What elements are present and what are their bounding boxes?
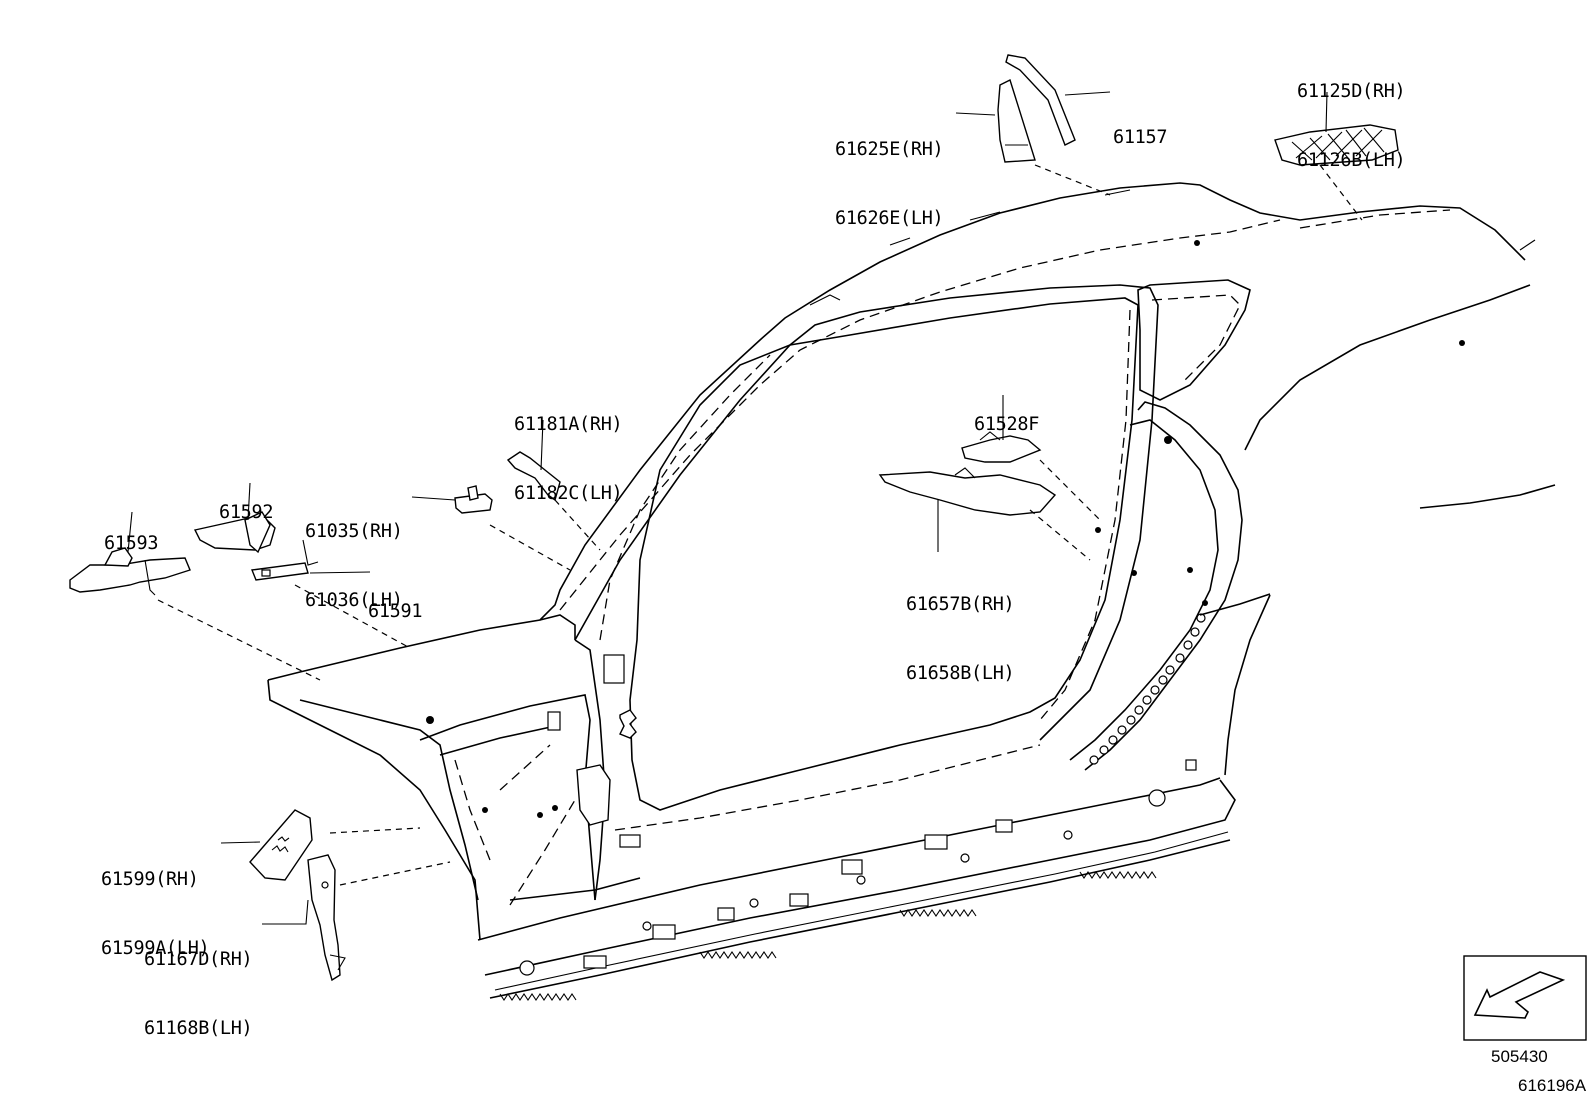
part-number-lh: 61626E(LH) — [835, 208, 944, 229]
part-61593-shape — [69, 547, 191, 596]
part-number-lh: 61126B(LH) — [1297, 150, 1406, 171]
part-61599-shape — [249, 809, 313, 881]
wheel-arch-holes — [1089, 613, 1206, 765]
part-number-rh: 61657B(RH) — [906, 594, 1015, 615]
part-number-rh: 61035(RH) — [305, 521, 403, 542]
part-61035-shape — [454, 485, 493, 514]
part-61125-shape — [1274, 124, 1399, 166]
part-label-61167D: 61167D(RH) 61168B(LH) — [144, 902, 253, 1063]
part-number: 61157 — [1113, 127, 1168, 148]
part-number-rh: 61599(RH) — [101, 869, 199, 890]
part-label-61125D: 61125D(RH) 61126B(LH) — [1297, 34, 1406, 195]
part-label-61591: 61591 — [368, 554, 423, 646]
part-label-61181A: 61181A(RH) 61182C(LH) — [514, 367, 623, 528]
part-number-rh: 61181A(RH) — [514, 414, 623, 435]
part-label-61157: 61157 — [1113, 80, 1168, 172]
part-label-61625E: 61625E(RH) 61626E(LH) — [835, 92, 944, 253]
part-number-lh: 61658B(LH) — [906, 663, 1015, 684]
part-61592-shape — [193, 511, 276, 554]
part-label-61528F: 61528F — [974, 367, 1039, 459]
part-number: 61593 — [104, 533, 159, 554]
part-number: 61592 — [219, 502, 274, 523]
part-number-lh: 61036(LH) — [305, 590, 403, 611]
part-label-61035: 61035(RH) 61036(LH) — [305, 474, 403, 635]
part-number: 61591 — [368, 601, 423, 622]
part-label-61657B: 61657B(RH) 61658B(LH) — [906, 547, 1015, 708]
part-61528-shape — [961, 431, 1042, 463]
part-number-rh: 61625E(RH) — [835, 139, 944, 160]
part-number-rh: 61125D(RH) — [1297, 81, 1406, 102]
part-number-rh: 61167D(RH) — [144, 949, 253, 970]
part-label-61592: 61592 — [219, 455, 274, 547]
view-code: 505430 — [1491, 1047, 1548, 1066]
body-side-outer-panel — [267, 182, 1556, 1001]
figure-code: 616196A — [1518, 1076, 1587, 1095]
part-number: 61528F — [974, 414, 1040, 435]
part-61181-shape — [506, 451, 561, 502]
part-61591-shape — [251, 539, 319, 581]
part-61625-shape — [997, 79, 1036, 163]
part-61657-shape — [878, 467, 1057, 516]
part-number-lh: 61182C(LH) — [514, 483, 623, 504]
part-number-lh: 61168B(LH) — [144, 1018, 253, 1039]
part-61167-shape — [307, 854, 346, 982]
part-label-61593: 61593 — [104, 486, 159, 578]
front-direction-arrow-icon — [1463, 955, 1587, 1041]
part-number-lh: 61599A(LH) — [101, 938, 210, 959]
leader-lines — [127, 91, 1363, 925]
part-label-61599: 61599(RH) 61599A(LH) — [101, 822, 210, 983]
rocker-slots — [519, 759, 1197, 976]
part-61157-shape — [1005, 54, 1076, 146]
